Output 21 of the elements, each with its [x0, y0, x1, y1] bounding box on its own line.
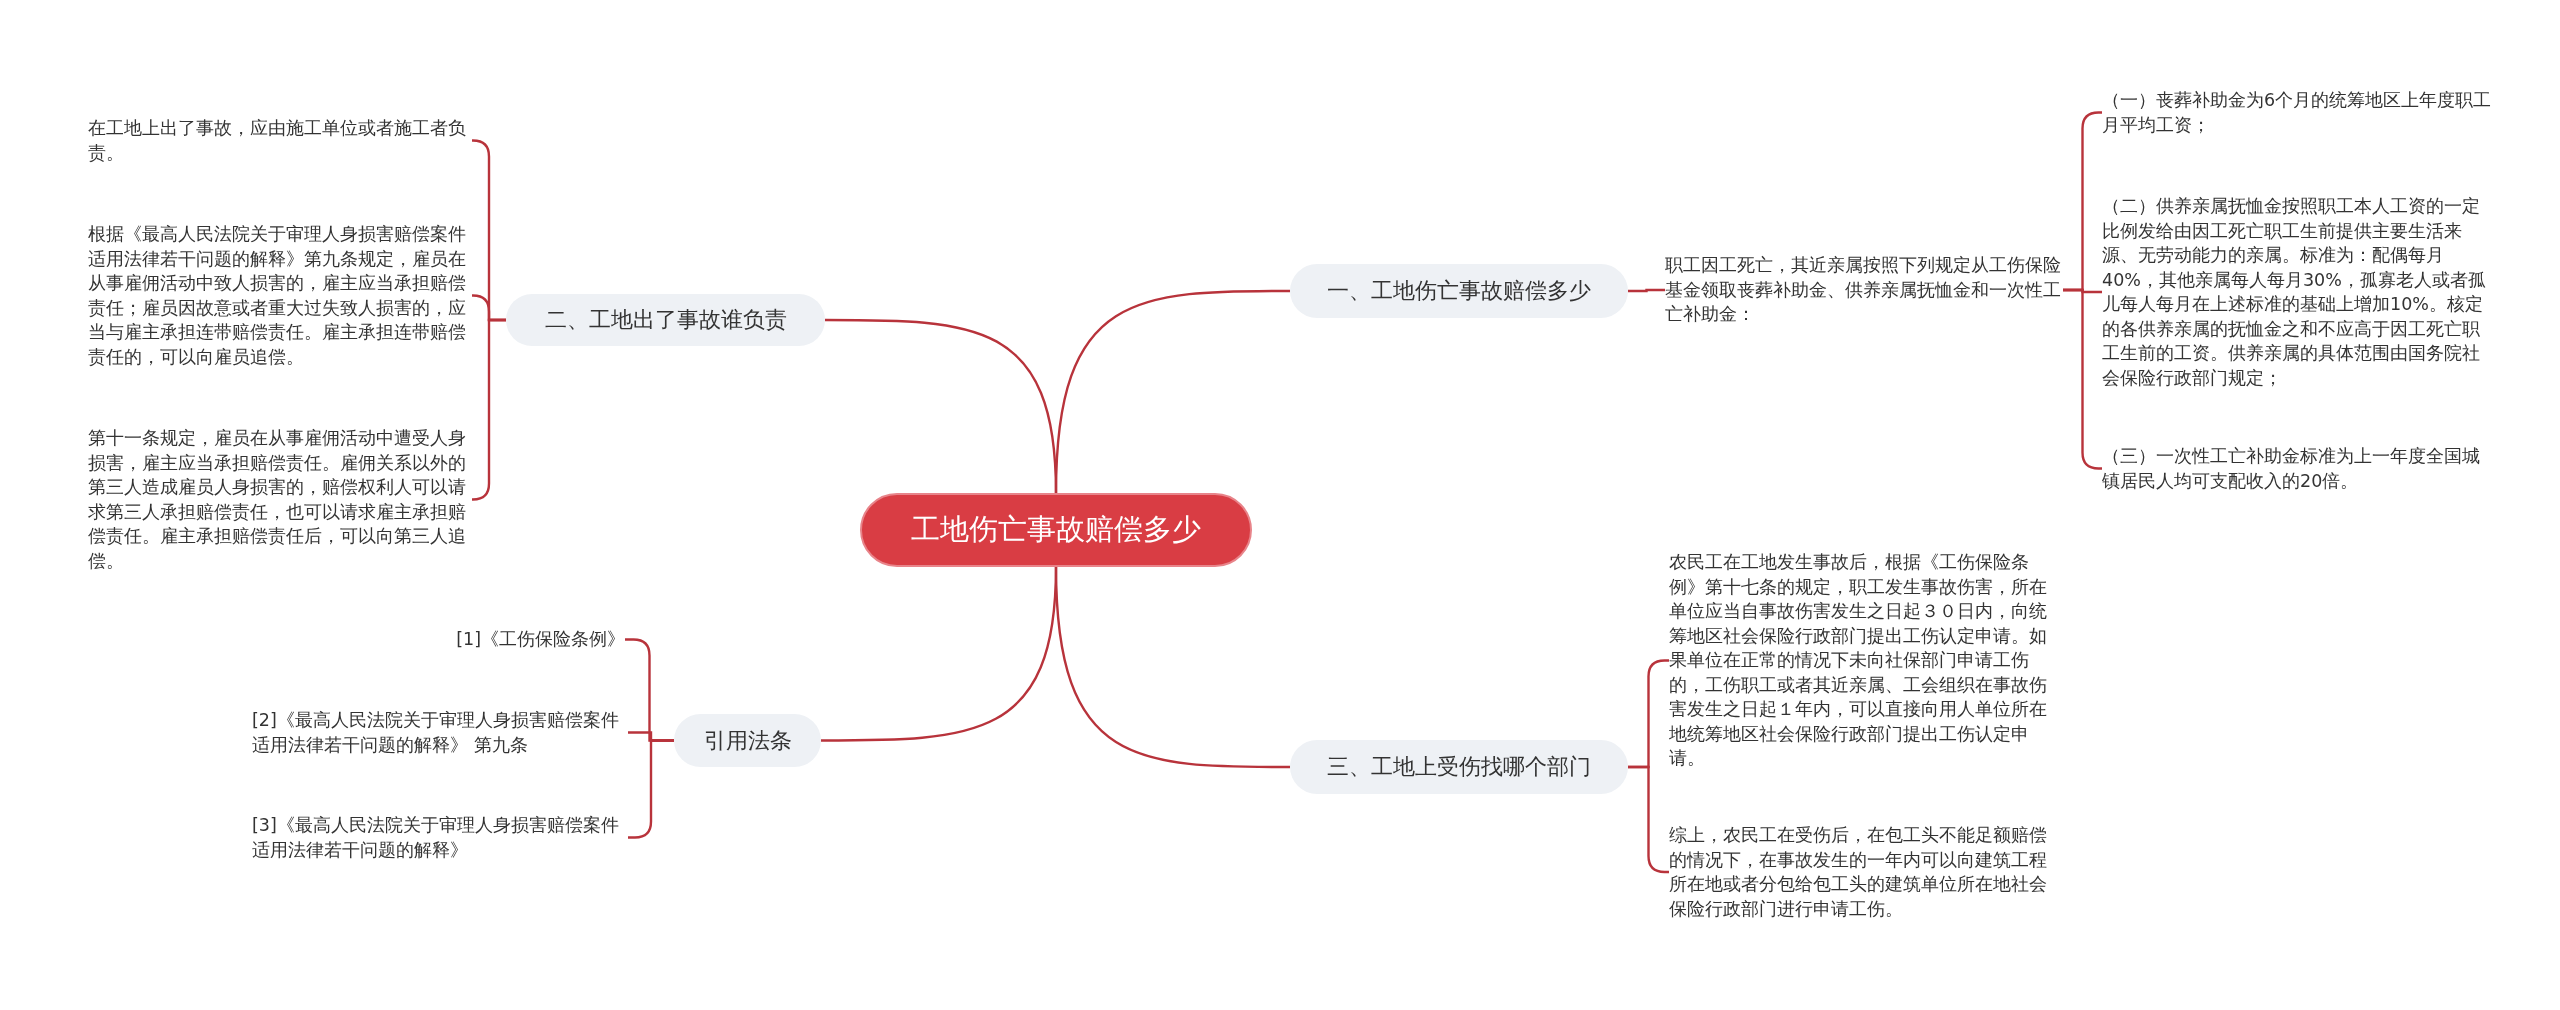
topic-text: 根据《最高人民法院关于审理人身损害赔偿案件适用法律若干问题的解释》第九条规定，雇员在从事雇佣活动中致人损害的，雇主应当承担赔偿责任；雇员因故意或者重大过失致人损害的，应当与雇主承担连带赔偿责任。雇主承担连带赔偿责任的，可以向雇员追偿。 — [88, 222, 472, 369]
topic-text: 在工地上出了事故，应由施工单位或者施工者负责。 — [88, 116, 472, 165]
connector-line — [821, 566, 1058, 742]
topic-text: 综上，农民工在受伤后，在包工头不能足额赔偿的情况下，在事故发生的一年内可以向建筑工程所在地或者分包给包工头的建筑单位所在地社会保险行政部门进行申请工伤。 — [1669, 823, 2051, 921]
topic-text: [3]《最高人民法院关于审理人身损害赔偿案件适用法律若干问题的解释》 — [252, 813, 628, 862]
subtopic: 三、工地上受伤找哪个部门 — [1290, 740, 1628, 794]
topic-text: （一）丧葬补助金为6个月的统筹地区上年度职工月平均工资； — [2102, 88, 2494, 137]
subtopic: 二、工地出了事故谁负责 — [506, 294, 825, 346]
topic-text: 农民工在工地发生事故后，根据《工伤保险条例》第十七条的规定，职工发生事故伤害，所在单位应当自事故伤害发生之日起３０日内，向统筹地区社会保险行政部门提出工伤认定申请。如果单位在正常的情况下未向社保部门申请工伤的，工伤职工或者其近亲属、工会组织在事故伤害发生之日起１年内，可以直接向用人单位所在地统筹地区社会保险行政部门提出工伤认定申请。 — [1669, 550, 2051, 771]
topic-text: 第十一条规定，雇员在从事雇佣活动中遭受人身损害，雇主应当承担赔偿责任。雇佣关系以外的第三人造成雇员人身损害的，赔偿权利人可以请求第三人承担赔偿责任，也可以请求雇主承担赔偿责任。雇主承担赔偿责任后，可以向第三人追偿。 — [88, 426, 472, 573]
central-topic: 工地伤亡事故赔偿多少 — [860, 493, 1252, 567]
topic-text: [2]《最高人民法院关于审理人身损害赔偿案件适用法律若干问题的解释》 第九条 — [252, 708, 628, 757]
connector-line — [1628, 288, 1665, 293]
topic-text: （二）供养亲属抚恤金按照职工本人工资的一定比例发给由因工死亡职工生前提供主要生活来源、无劳动能力的亲属。标准为：配偶每月40%，其他亲属每人每月30%，孤寡老人或者孤儿每人每月在上述标准的基础上增加10%。核定的各供养亲属的抚恤金之和不应高于因工死亡职工生前的工资。供养亲属的具体范围由国务院社会保险行政部门规定； — [2102, 194, 2494, 390]
topic-text: （三）一次性工亡补助金标准为上一年度全国城镇居民人均可支配收入的20倍。 — [2102, 444, 2494, 493]
topic-text: [1]《工伤保险条例》 — [456, 627, 625, 652]
connector-line — [825, 318, 1058, 494]
subtopic: 一、工地伤亡事故赔偿多少 — [1290, 264, 1628, 318]
subtopic: 引用法条 — [674, 714, 821, 767]
topic-text: 职工因工死亡，其近亲属按照下列规定从工伤保险基金领取丧葬补助金、供养亲属抚恤金和一次性工亡补助金： — [1665, 253, 2063, 327]
connector-line — [471, 318, 506, 501]
